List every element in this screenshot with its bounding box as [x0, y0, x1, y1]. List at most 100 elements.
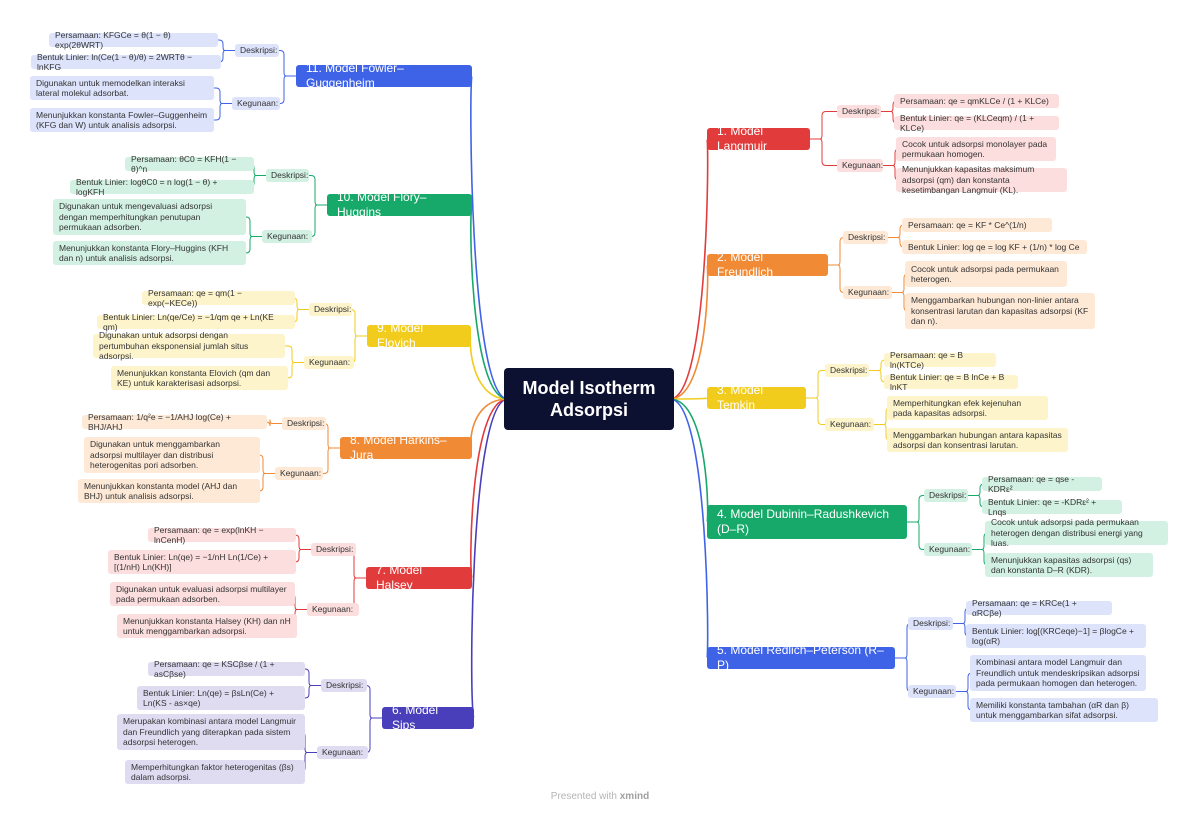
model-10-use-label[interactable]: Kegunaan: [262, 230, 312, 243]
model-3-desc-item-text: Persamaan: qe = B ln(KTCe) [890, 349, 964, 371]
connector-line [907, 521, 924, 550]
model-11-desc-label[interactable]: Deskripsi: [235, 44, 279, 57]
model-4-use-item[interactable]: Cocok untuk adsorpsi pada permukaan hete… [985, 517, 1168, 548]
model-2-topic[interactable]: 2. Model Freundlich [707, 250, 828, 279]
model-7-use-label[interactable]: Kegunaan: [307, 603, 359, 616]
model-2-use-item[interactable]: Menggambarkan hubungan non-linier antara… [905, 293, 1095, 329]
model-11-topic[interactable]: 11. Model Fowler–Guggenheim [296, 61, 472, 90]
connector-line [287, 362, 304, 379]
model-1-desc-label[interactable]: Deskripsi: [837, 105, 881, 118]
model-5-desc-label[interactable]: Deskripsi: [908, 617, 953, 630]
model-3-use-item[interactable]: Menggambarkan hubungan antara kapasitas … [887, 428, 1068, 452]
model-2-use-label[interactable]: Kegunaan: [843, 286, 892, 299]
model-4-use-item-text: Menunjukkan kapasitas adsorpsi (qs) dan … [991, 554, 1132, 576]
model-10-use-item[interactable]: Menunjukkan konstanta Flory–Huggins (KFH… [53, 241, 246, 265]
model-11-use-item[interactable]: Digunakan untuk memodelkan interaksi lat… [30, 76, 214, 100]
model-6-desc-item[interactable]: Persamaan: qe = KSCβse / (1 + asCβse) [148, 659, 305, 679]
model-4-topic[interactable]: 4. Model Dubinin–Radushkevich (D–R) [707, 505, 907, 539]
model-4-desc-item[interactable]: Persamaan: qe = qse - KDRε² [982, 474, 1102, 494]
model-11-desc-item[interactable]: Bentuk Linier: ln(Ce(1 − θ)/θ) = 2WRTθ −… [31, 52, 221, 72]
model-1-use-label[interactable]: Kegunaan: [837, 159, 883, 172]
model-2-desc-item[interactable]: Bentuk Linier: log qe = log KF + (1/n) *… [902, 240, 1087, 254]
model-2-use-item[interactable]: Cocok untuk adsorpsi pada permukaan hete… [905, 261, 1067, 287]
model-3-desc-item[interactable]: Persamaan: qe = B ln(KTCe) [884, 350, 996, 370]
model-10-topic-text: 10. Model Flory–Huggins [337, 190, 427, 219]
model-6-use-item[interactable]: Memperhitungkan faktor heterogenitas (βs… [125, 760, 305, 784]
model-11-desc-item[interactable]: Persamaan: KFGCe = θ(1 − θ) exp(2θWRT) [49, 30, 218, 50]
connector-line [806, 370, 825, 399]
model-1-use-item[interactable]: Cocok untuk adsorpsi monolayer pada perm… [896, 137, 1056, 161]
model-1-use-item[interactable]: Menunjukkan kapasitas maksimum adsorpsi … [896, 164, 1067, 195]
model-10-desc-label[interactable]: Deskripsi: [266, 169, 309, 182]
model-6-desc-item[interactable]: Bentuk Linier: Ln(qe) = βsLn(Ce) + Ln(KS… [137, 686, 305, 710]
model-8-use-item[interactable]: Menunjukkan konstanta model (AHJ dan BHJ… [78, 479, 260, 503]
model-3-desc-label[interactable]: Deskripsi: [825, 364, 869, 377]
model-1-desc-item[interactable]: Bentuk Linier: qe = (KLCeqm) / (1 + KLCe… [894, 113, 1059, 133]
connector-line [309, 175, 327, 206]
model-9-desc-item[interactable]: Bentuk Linier: Ln(qe/Ce) = −1/qm qe + Ln… [97, 312, 295, 332]
model-1-topic[interactable]: 1. Model Langmuir [707, 124, 810, 153]
model-11-use-item[interactable]: Menunjukkan konstanta Fowler–Guggenheim … [30, 108, 214, 132]
model-9-desc-item[interactable]: Persamaan: qe = qm(1 − exp(−KECe)) [142, 288, 295, 308]
model-3-desc-item[interactable]: Bentuk Linier: qe = B lnCe + B lnKT [884, 372, 1018, 392]
model-7-desc-item[interactable]: Bentuk Linier: Ln(qe) = −1/nH Ln(1/Ce) +… [108, 550, 296, 574]
model-9-topic[interactable]: 9. Model Elovich [367, 321, 471, 350]
model-5-desc-item[interactable]: Bentuk Linier: log[(KRCeqe)−1] = βlogCe … [966, 624, 1146, 648]
model-4-desc-label[interactable]: Deskripsi: [924, 489, 968, 502]
model-7-use-item[interactable]: Menunjukkan konstanta Halsey (KH) dan nH… [117, 614, 297, 638]
model-7-topic[interactable]: 7. Model Halsey [366, 563, 472, 592]
model-1-use-label-text: Kegunaan: [842, 160, 884, 170]
model-9-use-item[interactable]: Menunjukkan konstanta Elovich (qm dan KE… [111, 366, 288, 390]
model-7-topic-text: 7. Model Halsey [376, 563, 423, 592]
model-10-topic[interactable]: 10. Model Flory–Huggins [327, 190, 472, 219]
model-6-use-item[interactable]: Merupakan kombinasi antara model Langmui… [117, 714, 305, 750]
model-4-use-item[interactable]: Menunjukkan kapasitas adsorpsi (qs) dan … [985, 553, 1153, 577]
model-1-topic-text: 1. Model Langmuir [717, 124, 768, 153]
model-8-desc-item-text: Persamaan: 1/q²e = −1/AHJ log(Ce) + BHJ/… [88, 411, 231, 433]
model-7-desc-label[interactable]: Deskripsi: [311, 543, 356, 556]
model-8-topic[interactable]: 8. Model Harkins–Jura [340, 433, 472, 462]
central-topic[interactable]: Model Isotherm Adsorpsi [504, 368, 674, 430]
connector-line [869, 359, 886, 371]
model-5-use-item[interactable]: Memiliki konstanta tambahan (αR dan β) u… [970, 698, 1158, 722]
connector-line [323, 447, 340, 474]
model-5-use-item[interactable]: Kombinasi antara model Langmuir dan Freu… [970, 655, 1146, 691]
model-9-desc-label[interactable]: Deskripsi: [309, 303, 352, 316]
model-2-desc-label[interactable]: Deskripsi: [843, 231, 888, 244]
model-11-use-label[interactable]: Kegunaan: [232, 97, 280, 110]
model-2-desc-item[interactable]: Persamaan: qe = KF * Ce^(1/n) [902, 218, 1052, 232]
model-2-topic-text: 2. Model Freundlich [717, 250, 774, 279]
model-7-desc-item-text: Persamaan: qe = exp(lnKH − lnCenH) [154, 524, 264, 546]
model-11-desc-item-text: Persamaan: KFGCe = θ(1 − θ) exp(2θWRT) [55, 29, 171, 51]
model-4-desc-item[interactable]: Bentuk Linier: qe = -KDRε² + Lnqs [982, 497, 1122, 517]
model-8-desc-item[interactable]: Persamaan: 1/q²e = −1/AHJ log(Ce) + BHJ/… [82, 412, 267, 432]
connector-line [310, 204, 327, 237]
model-8-use-item-text: Menunjukkan konstanta model (AHJ dan BHJ… [84, 480, 238, 502]
model-5-use-label[interactable]: Kegunaan: [908, 685, 956, 698]
model-7-desc-item[interactable]: Persamaan: qe = exp(lnKH − lnCenH) [148, 525, 296, 545]
model-5-desc-item[interactable]: Persamaan: qe = KRCe(1 + αRCβe) [966, 598, 1112, 618]
model-3-topic[interactable]: 3. Model Temkin [707, 383, 806, 412]
model-6-use-label[interactable]: Kegunaan: [317, 746, 368, 759]
model-9-use-item[interactable]: Digunakan untuk adsorpsi dengan pertumbu… [93, 330, 285, 361]
model-7-use-item[interactable]: Digunakan untuk evaluasi adsorpsi multil… [110, 582, 295, 606]
model-5-topic-text: 5. Model Redlich–Peterson (R–P) [717, 643, 884, 672]
model-1-desc-item[interactable]: Persamaan: qe = qmKLCe / (1 + KLCe) [894, 94, 1059, 108]
model-6-topic[interactable]: 6. Model Sips [382, 703, 474, 732]
model-9-use-label[interactable]: Kegunaan: [304, 356, 354, 369]
model-4-use-label[interactable]: Kegunaan: [924, 543, 972, 556]
model-5-topic[interactable]: 5. Model Redlich–Peterson (R–P) [707, 643, 895, 672]
model-10-desc-item[interactable]: Persamaan: θC0 = KFH(1 − θ)^n [125, 154, 254, 174]
model-8-desc-label[interactable]: Deskripsi: [282, 417, 326, 430]
model-3-use-label[interactable]: Kegunaan: [825, 418, 874, 431]
model-10-use-item[interactable]: Digunakan untuk mengevaluasi adsorpsi de… [53, 199, 246, 235]
model-3-use-item[interactable]: Memperhitungkan efek kejenuhan pada kapa… [887, 396, 1048, 420]
model-8-use-item[interactable]: Digunakan untuk menggambarkan adsorpsi m… [84, 437, 260, 473]
model-6-desc-label[interactable]: Deskripsi: [321, 679, 367, 692]
model-4-use-item-text: Cocok untuk adsorpsi pada permukaan hete… [991, 517, 1143, 549]
model-10-desc-item[interactable]: Bentuk Linier: logθC0 = n log(1 − θ) + l… [70, 177, 254, 197]
model-4-desc-item-text: Persamaan: qe = qse - KDRε² [988, 473, 1075, 495]
model-8-use-label[interactable]: Kegunaan: [275, 467, 323, 480]
connector-line [810, 111, 837, 140]
